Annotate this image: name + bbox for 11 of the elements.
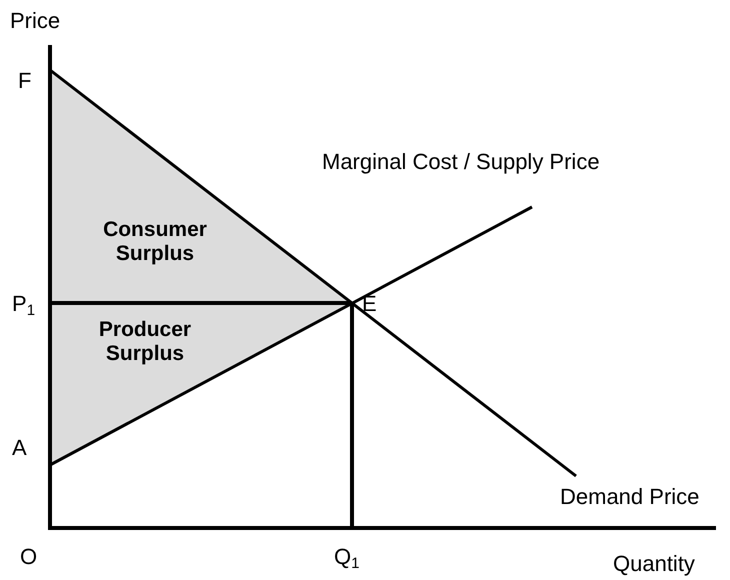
axis-label: A bbox=[12, 437, 27, 459]
axis-label: O bbox=[20, 546, 38, 568]
axis-label: Demand Price bbox=[560, 486, 700, 508]
axis-label: Price bbox=[10, 10, 60, 32]
axis-label: Marginal Cost / Supply Price bbox=[322, 151, 600, 173]
region-label: Consumer Surplus bbox=[102, 218, 208, 266]
axis-label: P$_{1}$ bbox=[12, 293, 36, 318]
axis-label: Q$_{1}$ bbox=[334, 546, 360, 571]
region-label: Producer Surplus bbox=[98, 318, 192, 366]
axis-label: F bbox=[18, 70, 32, 92]
axis-label: Quantity bbox=[613, 553, 695, 575]
